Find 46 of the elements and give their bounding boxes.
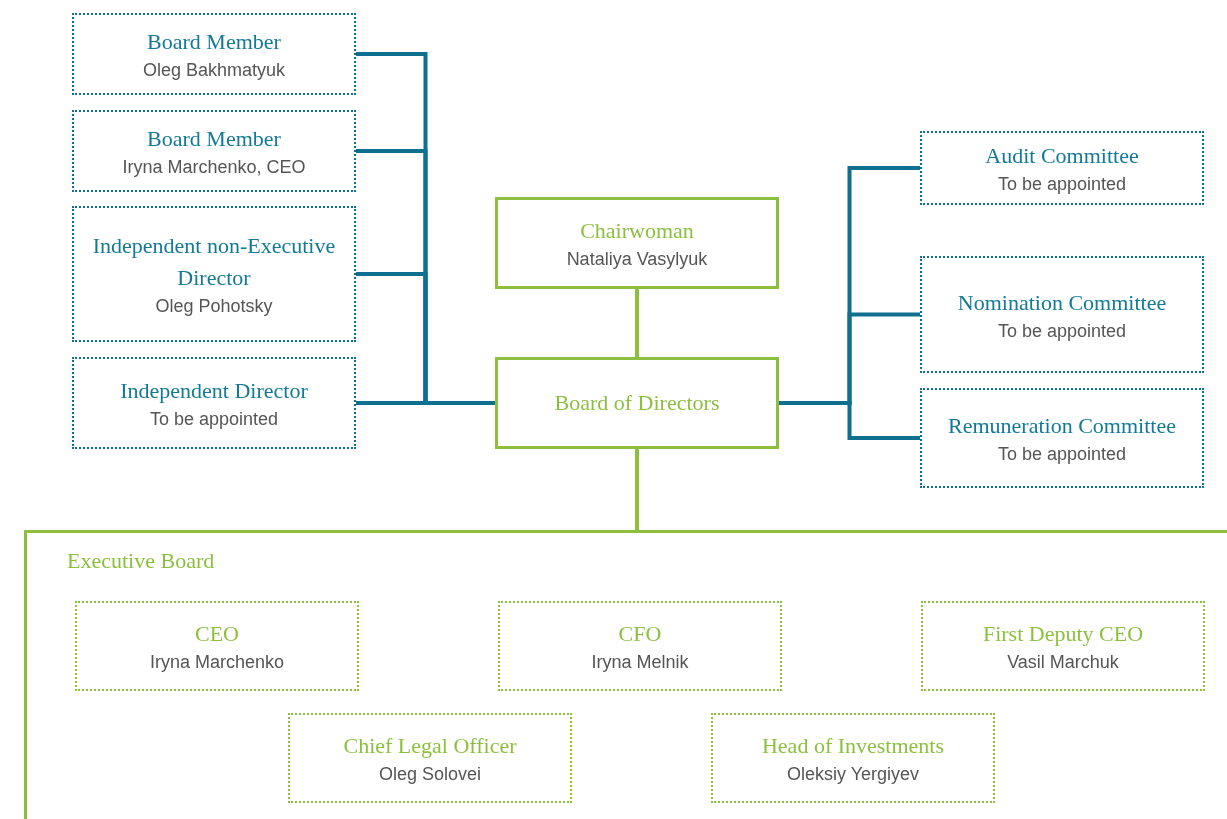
person-name: Oleksiy Yergiyev — [786, 763, 920, 786]
org-box — [495, 357, 779, 449]
person-name: Oleg Pohotsky — [155, 295, 273, 318]
person-name: Iryna Marchenko — [149, 651, 285, 674]
person-name: Oleg Solovei — [378, 763, 482, 786]
role-title: CFO — [618, 620, 662, 648]
org-box — [921, 601, 1205, 691]
person-name: Iryna Marchenko, CEO — [122, 156, 306, 179]
role-title: Independent non-Executive Director — [91, 232, 337, 292]
org-box — [920, 388, 1204, 488]
role-title: Board Member — [147, 28, 281, 56]
role-title: Chief Legal Officer — [343, 732, 517, 760]
person-name: To be appointed — [997, 319, 1127, 343]
person-name: Oleg Bakhmatyuk — [142, 59, 286, 82]
role-title: Head of Investments — [761, 732, 945, 760]
connector-line — [635, 289, 639, 357]
org-box — [75, 601, 359, 691]
role-title: Audit Committee — [985, 142, 1139, 170]
org-box — [288, 713, 572, 803]
connector-line — [779, 401, 920, 440]
org-box — [920, 131, 1204, 205]
person-name: To be appointed — [997, 443, 1127, 466]
org-box — [72, 13, 356, 95]
org-box — [72, 110, 356, 192]
group-frame — [24, 530, 1227, 819]
role-title: Chairwoman — [580, 217, 694, 245]
org-box — [498, 601, 782, 691]
org-box — [72, 357, 356, 449]
org-box — [495, 197, 779, 289]
person-name: Vasil Marchuk — [1007, 651, 1119, 674]
org-box — [711, 713, 995, 803]
role-title: Board Member — [147, 125, 281, 153]
person-name: Nataliya Vasylyuk — [566, 248, 708, 271]
connector-line — [635, 449, 639, 530]
role-title: Board of Directors — [554, 389, 720, 417]
org-box — [920, 256, 1204, 373]
role-title: Independent Director — [120, 377, 308, 405]
group-title: Executive Board — [67, 547, 215, 575]
person-name: Iryna Melnik — [591, 651, 689, 674]
role-title: Remuneration Committee — [948, 412, 1176, 440]
role-title: First Deputy CEO — [982, 620, 1144, 648]
person-name: To be appointed — [149, 408, 279, 431]
org-box — [72, 206, 356, 342]
role-title: Nomination Committee — [957, 288, 1167, 317]
person-name: To be appointed — [997, 173, 1127, 196]
role-title: CEO — [195, 620, 239, 648]
